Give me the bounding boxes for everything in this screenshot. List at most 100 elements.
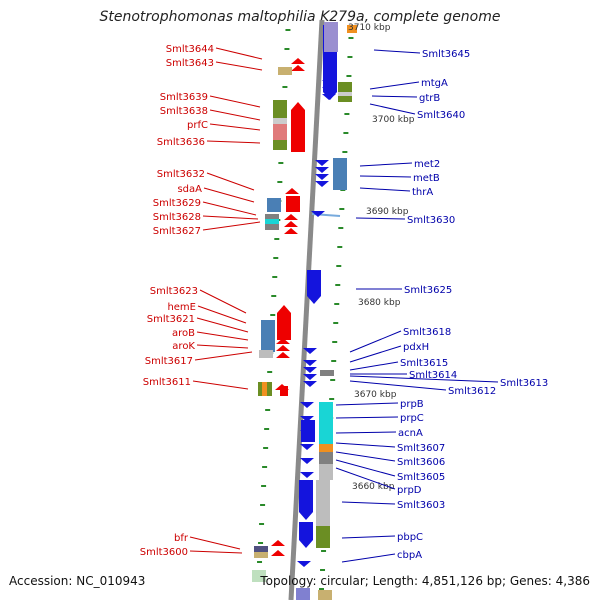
cog-block bbox=[265, 219, 279, 224]
reverse-gene-arrow bbox=[291, 102, 305, 152]
cog-block bbox=[301, 420, 315, 442]
forward-gene-label: prpB bbox=[400, 399, 424, 410]
forward-gene-label: met2 bbox=[414, 159, 440, 170]
label-leader bbox=[349, 345, 402, 363]
cog-block bbox=[273, 118, 287, 124]
gene-labels: Smlt3644Smlt3643Smlt3639Smlt3638prfCSmlt… bbox=[140, 44, 548, 563]
forward-gene-label: pdxH bbox=[403, 342, 429, 353]
label-leader bbox=[335, 416, 399, 419]
cog-block bbox=[318, 590, 332, 600]
forward-arrow bbox=[311, 211, 325, 217]
forward-gene-label: Smlt3618 bbox=[403, 327, 451, 338]
cog-block bbox=[252, 570, 266, 582]
reverse-arrow bbox=[291, 65, 305, 71]
label-leader bbox=[203, 187, 255, 203]
forward-arrow bbox=[315, 181, 329, 187]
label-leader bbox=[202, 221, 261, 231]
cog-block bbox=[286, 196, 300, 212]
label-leader bbox=[359, 162, 413, 167]
forward-gene-label: Smlt3607 bbox=[397, 443, 445, 454]
reverse-arrow bbox=[271, 550, 285, 556]
forward-gene-label: Smlt3615 bbox=[400, 358, 448, 369]
reverse-arrow bbox=[271, 540, 285, 546]
scale-label: 3670 kbp bbox=[354, 390, 397, 400]
cog-block bbox=[319, 402, 333, 444]
cog-block bbox=[259, 350, 273, 358]
forward-gene-label: Smlt3605 bbox=[397, 472, 445, 483]
cog-block bbox=[296, 588, 310, 600]
label-leader bbox=[341, 553, 396, 563]
forward-arrow bbox=[300, 402, 314, 408]
forward-gene-label: Smlt3645 bbox=[422, 49, 470, 60]
label-leader bbox=[335, 451, 396, 462]
forward-gene-label: prpC bbox=[400, 413, 424, 424]
genome-backbone bbox=[288, 19, 325, 600]
topology-text: Topology: circular; Length: 4,851,126 bp… bbox=[260, 574, 590, 588]
cog-block bbox=[319, 444, 333, 452]
forward-gene-label: metB bbox=[413, 173, 440, 184]
label-leader bbox=[335, 467, 396, 490]
cog-block bbox=[267, 198, 281, 212]
scale-label: 3710 kbp bbox=[348, 23, 391, 33]
forward-arrow bbox=[300, 458, 314, 464]
label-leader bbox=[369, 81, 420, 90]
label-leader bbox=[335, 402, 399, 406]
reverse-gene-label: Smlt3638 bbox=[160, 106, 208, 117]
label-leader bbox=[209, 95, 261, 108]
cog-block bbox=[319, 452, 333, 464]
forward-gene-arrow bbox=[299, 522, 313, 548]
label-leader bbox=[189, 550, 243, 554]
reverse-gene-label: Smlt3611 bbox=[143, 377, 191, 388]
forward-arrow bbox=[303, 381, 317, 387]
reverse-arrow bbox=[285, 188, 299, 194]
forward-arrow bbox=[303, 360, 317, 366]
cog-block bbox=[278, 67, 292, 75]
label-leader bbox=[209, 123, 261, 131]
forward-arrow bbox=[303, 367, 317, 373]
forward-gene-label: gtrB bbox=[419, 93, 440, 104]
forward-gene-label: prpD bbox=[397, 485, 422, 496]
label-leader bbox=[196, 317, 249, 333]
cog-block bbox=[320, 370, 334, 376]
reverse-gene-label: Smlt3639 bbox=[160, 92, 208, 103]
forward-gene-label: thrA bbox=[412, 187, 433, 198]
forward-arrow bbox=[322, 87, 336, 93]
cog-block bbox=[316, 480, 330, 528]
reverse-gene-label: Smlt3627 bbox=[153, 226, 201, 237]
label-leader bbox=[369, 103, 416, 115]
forward-gene-label: Smlt3606 bbox=[397, 457, 445, 468]
label-leader bbox=[359, 175, 412, 178]
reverse-arrow bbox=[284, 221, 298, 227]
forward-arrow bbox=[300, 472, 314, 478]
cog-block bbox=[261, 320, 275, 352]
cog-block bbox=[273, 140, 287, 150]
forward-gene-label: cbpA bbox=[397, 550, 422, 561]
forward-gene-arrow bbox=[299, 480, 313, 520]
scale-label: 3700 kbp bbox=[372, 115, 415, 125]
reverse-gene-label: bfr bbox=[174, 533, 189, 544]
label-leader bbox=[206, 140, 261, 144]
forward-gene-label: Smlt3625 bbox=[404, 285, 452, 296]
reverse-arrow bbox=[284, 228, 298, 234]
forward-gene-label: Smlt3603 bbox=[397, 500, 445, 511]
reverse-gene-label: Smlt3623 bbox=[150, 286, 198, 297]
forward-gene-label: Smlt3612 bbox=[448, 386, 496, 397]
forward-arrow bbox=[322, 80, 336, 86]
label-leader bbox=[335, 459, 396, 477]
reverse-gene-label: Smlt3628 bbox=[153, 212, 201, 223]
reverse-gene-arrow bbox=[277, 305, 291, 340]
forward-gene-label: Smlt3614 bbox=[409, 370, 457, 381]
reverse-gene-label: Smlt3644 bbox=[166, 44, 214, 55]
reverse-gene-label: Smlt3629 bbox=[153, 198, 201, 209]
label-leader bbox=[349, 330, 402, 353]
label-leader bbox=[209, 109, 261, 121]
cog-block bbox=[319, 464, 333, 480]
gene-features bbox=[252, 22, 357, 600]
reverse-arrow bbox=[276, 345, 290, 351]
reverse-gene-label: prfC bbox=[187, 120, 208, 131]
cog-block bbox=[333, 158, 347, 190]
reverse-gene-label: hemE bbox=[167, 302, 196, 313]
forward-arrow bbox=[315, 167, 329, 173]
